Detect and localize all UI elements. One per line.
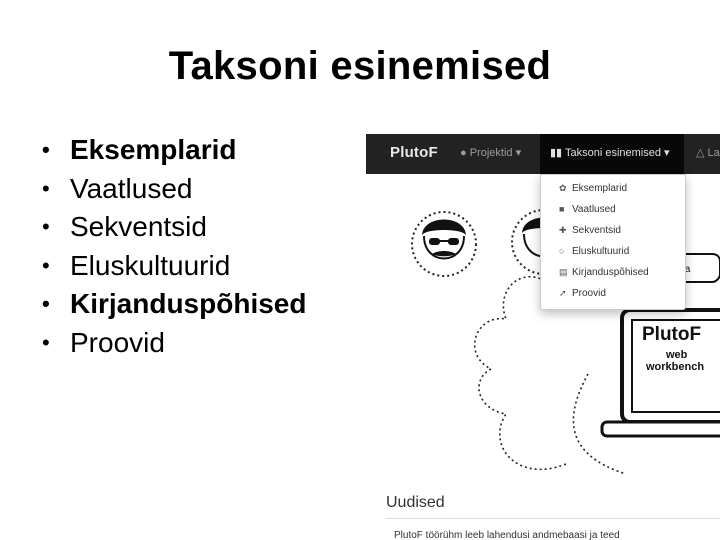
nav-projects-label: Projektid bbox=[469, 147, 513, 159]
dropdown-item-label: Sekventsid bbox=[572, 225, 621, 236]
bullet-item: Eksemplarid bbox=[42, 132, 306, 171]
caret-down-icon: ▾ bbox=[515, 147, 522, 159]
bullet-item: Eluskultuurid bbox=[42, 248, 306, 287]
book-icon: ▤ bbox=[559, 267, 568, 277]
nav-la-label: La bbox=[707, 147, 720, 159]
columns-icon: ▮▮ bbox=[550, 147, 563, 159]
dropdown-item-proovid[interactable]: ➚ Proovid bbox=[559, 288, 606, 299]
dropdown-item-kirjanduspohised[interactable]: ▤ Kirjanduspõhised bbox=[559, 267, 649, 278]
brand-logo[interactable]: PlutoF bbox=[390, 144, 438, 161]
taxon-occurrences-dropdown: ✿ Eksemplarid ■ Vaatlused ✚ Sekventsid ○ Elu… bbox=[540, 174, 686, 310]
dotted-cloud-outline bbox=[473, 276, 567, 471]
dropdown-item-label: Kirjanduspõhised bbox=[572, 267, 649, 278]
caret-down-icon: ▾ bbox=[664, 147, 670, 159]
dropdown-item-sekventsid[interactable]: ✚ Sekventsid bbox=[559, 225, 621, 236]
bullet-item: Proovid bbox=[42, 325, 306, 364]
news-title: Uudised bbox=[386, 494, 445, 511]
nav-taxon-occurrences-label: Taksoni esinemised bbox=[564, 147, 661, 159]
dropdown-item-label: Proovid bbox=[572, 288, 606, 299]
binoculars-icon: ■ bbox=[559, 204, 565, 214]
slide-title: Taksoni esinemised bbox=[0, 44, 720, 89]
nav-taxon-occurrences[interactable]: ▮▮ Taksoni esinemised ▾ bbox=[540, 134, 684, 174]
bullet-item: Kirjanduspõhised bbox=[42, 286, 306, 325]
bullet-list: Eksemplarid Vaatlused Sekventsid Eluskul… bbox=[42, 132, 306, 363]
bullet-item: Vaatlused bbox=[42, 171, 306, 210]
nav-projects[interactable]: ● Projektid ▾ bbox=[460, 146, 521, 159]
laptop-sub-web: web bbox=[665, 349, 688, 361]
dropdown-item-vaatlused[interactable]: ■ Vaatlused bbox=[559, 204, 616, 215]
divider bbox=[386, 518, 720, 519]
dna-icon: ✚ bbox=[559, 225, 567, 235]
nav-la[interactable]: △ La bbox=[696, 146, 720, 159]
bullet-item: Sekventsid bbox=[42, 209, 306, 248]
dropdown-item-label: Eluskultuurid bbox=[572, 246, 630, 257]
laptop-logo-text: PlutoF bbox=[642, 324, 701, 345]
person-icon bbox=[411, 211, 477, 277]
globe-icon: ● bbox=[460, 147, 467, 159]
bubble-text: ta bbox=[682, 264, 691, 275]
dropdown-item-eksemplarid[interactable]: ✿ Eksemplarid bbox=[559, 183, 627, 194]
pipette-icon: ➚ bbox=[559, 288, 567, 298]
dropdown-item-eluskultuurid[interactable]: ○ Eluskultuurid bbox=[559, 246, 629, 257]
laptop-icon: PlutoF web workbench bbox=[600, 308, 720, 438]
slide-title-text: Taksoni esinemised bbox=[168, 44, 552, 88]
leaf-icon: ✿ bbox=[559, 183, 567, 193]
flask-icon: △ bbox=[696, 147, 705, 159]
petri-dish-icon: ○ bbox=[559, 246, 565, 256]
laptop-sub-workbench: workbench bbox=[645, 361, 704, 373]
dropdown-item-label: Eksemplarid bbox=[572, 183, 628, 194]
dropdown-item-label: Vaatlused bbox=[572, 204, 616, 215]
plutof-screenshot: PlutoF ● Projektid ▾ ▮▮ Taksoni esinemis… bbox=[366, 134, 720, 540]
news-item-text[interactable]: PlutoF töörühm leeb lahendusi andmebaasi… bbox=[394, 530, 620, 540]
navbar: PlutoF ● Projektid ▾ ▮▮ Taksoni esinemis… bbox=[366, 134, 720, 174]
